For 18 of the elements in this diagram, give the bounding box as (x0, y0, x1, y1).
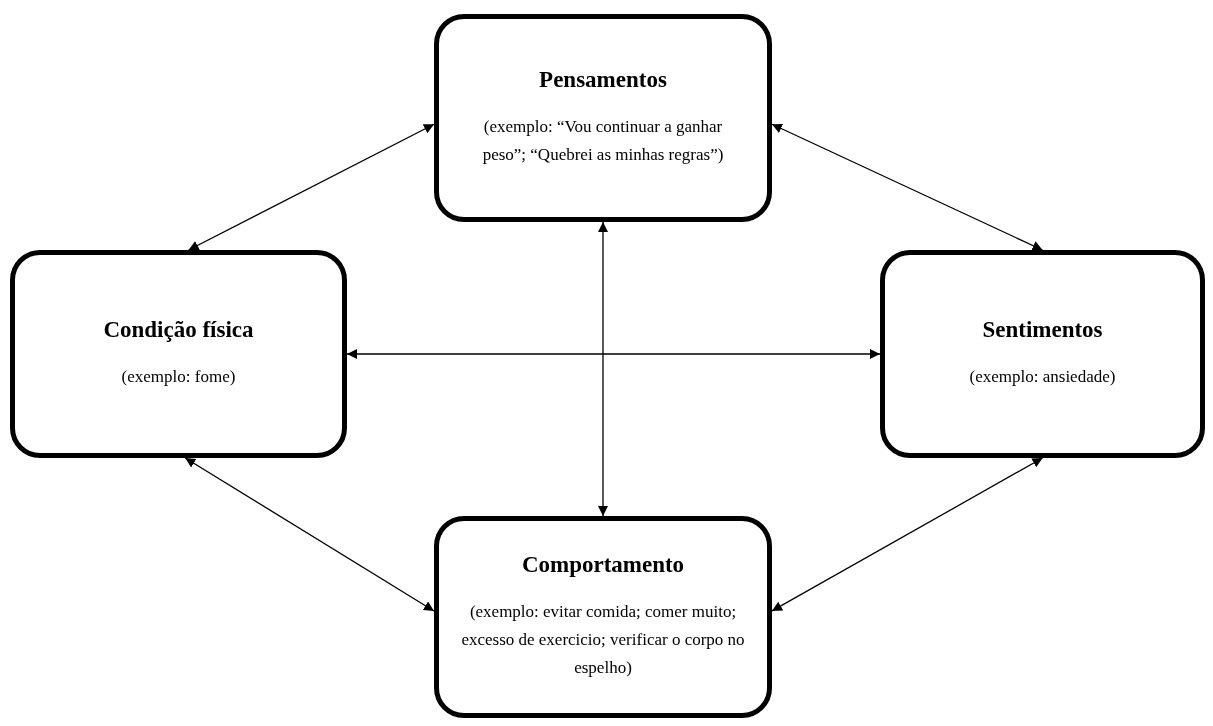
double-arrow (771, 123, 1044, 251)
process-box (880, 250, 1205, 458)
box-description: (exemplo: ansiedade) (968, 366, 1117, 388)
box-description: (exemplo: fome) (120, 366, 237, 388)
box-description: (exemplo: evitar comida; comer muito; excesso de exercicio; verificar o corpo no espelho) (460, 601, 746, 679)
box-title: Condição física (103, 317, 254, 343)
box-description: (exemplo: “Vou continuar a ganhar peso”; “Quebrei as minhas regras”) (481, 116, 725, 166)
box-title: Pensamentos (539, 67, 667, 93)
process-box (434, 14, 772, 222)
double-arrow (598, 221, 608, 517)
process-box (434, 516, 772, 718)
double-arrow (346, 349, 881, 359)
double-arrow (187, 123, 435, 251)
double-arrow (771, 457, 1044, 612)
box-title: Sentimentos (982, 317, 1103, 343)
process-box (10, 250, 347, 458)
box-title: Comportamento (521, 552, 685, 578)
double-arrow (184, 457, 435, 612)
